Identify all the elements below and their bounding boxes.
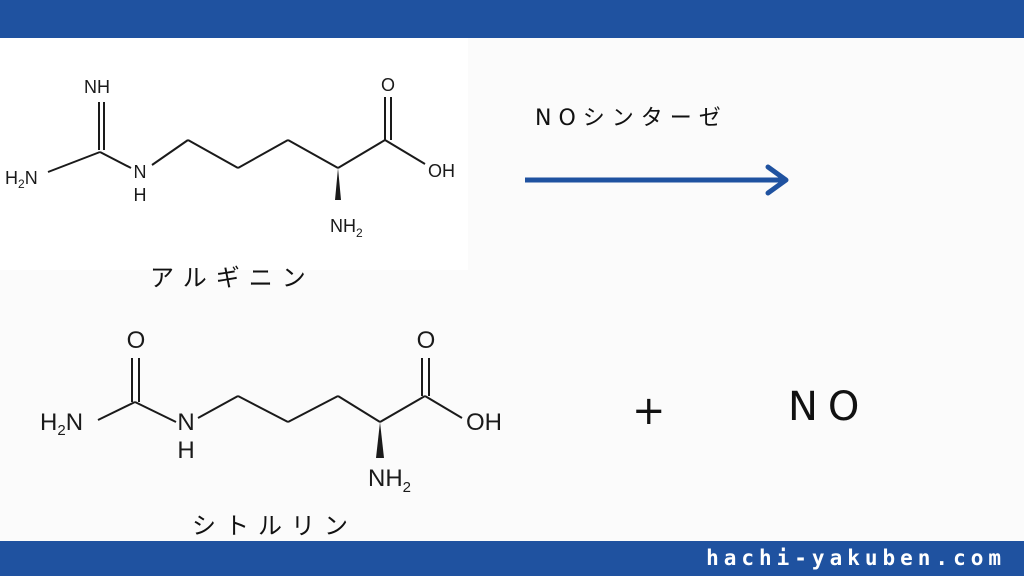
citrulline-alpha-nh2-label: NH2 — [368, 465, 411, 496]
site-url: hachi-yakuben.com — [706, 546, 1006, 570]
arginine-nh-h-label: H — [134, 185, 147, 205]
reaction-arrow — [525, 164, 789, 196]
arginine-hydroxyl-label: OH — [428, 161, 455, 181]
arginine-imine-label: NH — [84, 77, 110, 97]
top-banner — [0, 0, 1024, 38]
bottom-banner: hachi-yakuben.com — [0, 541, 1024, 576]
arginine-nh-n-label: N — [134, 162, 147, 182]
citrulline-hydroxyl-label: OH — [466, 409, 502, 436]
citrulline-nh-n-label: N — [177, 409, 194, 436]
citrulline-name: シトルリン — [192, 512, 357, 540]
arginine-name: アルギニン — [150, 264, 315, 292]
citrulline-h2n-label: H2N — [40, 409, 83, 439]
citrulline-nh-h-label: H — [177, 437, 194, 464]
citrulline-structure: O H2N N H O OH NH2 — [40, 327, 502, 496]
plus-sign: + — [632, 388, 666, 434]
enzyme-label: NOシンターゼ — [535, 106, 728, 131]
arginine-structure: NH H2N N H O OH NH2 — [5, 75, 455, 240]
arginine-h2n-label: H2N — [5, 168, 38, 191]
arginine-carbonyl-o-label: O — [381, 75, 395, 95]
citrulline-carbonyl-o-label: O — [127, 327, 146, 354]
arginine-alpha-nh2-label: NH2 — [330, 216, 363, 240]
arginine-panel — [0, 38, 468, 270]
citrulline-acid-o-label: O — [417, 327, 436, 354]
nitric-oxide-label: NO — [788, 384, 870, 430]
